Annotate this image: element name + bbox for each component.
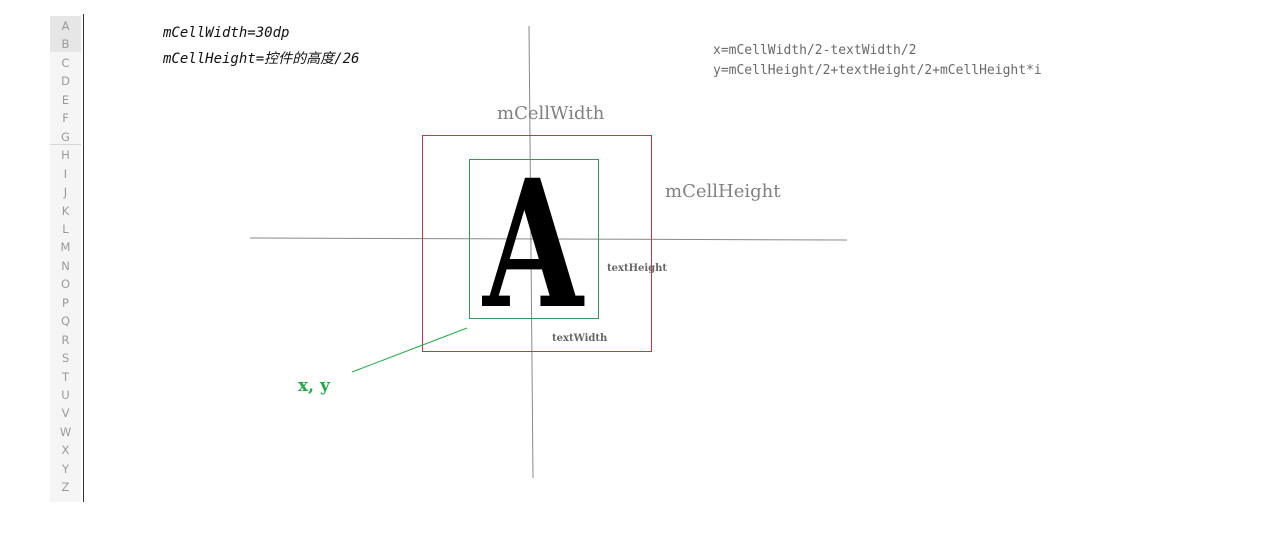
index-letter-h[interactable]: H: [61, 148, 70, 163]
vertical-axis: [528, 25, 534, 479]
index-letter-b[interactable]: B: [61, 37, 70, 52]
index-letter-x[interactable]: X: [61, 443, 70, 458]
index-letter-f[interactable]: F: [62, 111, 69, 126]
cell-box: [422, 135, 652, 352]
text-box: [469, 159, 599, 319]
index-letter-o[interactable]: O: [60, 277, 71, 292]
index-letter-d[interactable]: D: [61, 74, 70, 89]
xy-pointer-line: [351, 327, 468, 373]
index-letter-c[interactable]: C: [61, 55, 70, 70]
index-letter-y[interactable]: Y: [61, 461, 70, 476]
index-letter-g[interactable]: G: [61, 129, 70, 144]
index-letter-m[interactable]: M: [60, 240, 71, 255]
index-letter-p[interactable]: P: [62, 295, 69, 310]
index-letter-j[interactable]: J: [63, 185, 68, 200]
x-formula: x=mCellWidth/2-textWidth/2: [713, 43, 917, 58]
cell-height-label: mCellHeight: [665, 181, 781, 202]
index-letter-s[interactable]: S: [61, 351, 70, 366]
index-letter-z[interactable]: Z: [61, 480, 70, 495]
cell-height-definition: mCellHeight=控件的高度/26: [163, 51, 360, 67]
index-letter-w[interactable]: W: [59, 424, 72, 439]
text-width-label: textWidth: [552, 333, 608, 344]
index-letter-a[interactable]: A: [61, 19, 70, 33]
index-separator: [50, 144, 81, 145]
index-letter-u[interactable]: U: [61, 388, 70, 402]
index-letter-k[interactable]: K: [61, 203, 70, 218]
y-formula: y=mCellHeight/2+textHeight/2+mCellHeight…: [713, 63, 1042, 78]
index-letter-v[interactable]: V: [61, 406, 70, 421]
index-highlight: [50, 16, 81, 52]
sample-letter: A: [482, 141, 585, 348]
index-letter-n[interactable]: N: [61, 258, 70, 273]
index-letter-i[interactable]: I: [63, 166, 68, 181]
horizontal-axis: [249, 237, 848, 241]
index-letter-t[interactable]: T: [61, 369, 70, 384]
cell-width-definition: mCellWidth=30dp: [163, 25, 290, 41]
letter-index-bar: [50, 16, 81, 502]
text-height-label: textHeight: [607, 263, 668, 274]
index-letter-r[interactable]: R: [61, 332, 70, 347]
xy-label: x, y: [298, 376, 330, 396]
cell-width-label: mCellWidth: [497, 103, 605, 124]
index-letter-e[interactable]: E: [61, 92, 70, 107]
index-letter-l[interactable]: L: [62, 221, 69, 236]
index-letter-q[interactable]: Q: [60, 314, 71, 329]
index-border-line: [83, 14, 84, 502]
